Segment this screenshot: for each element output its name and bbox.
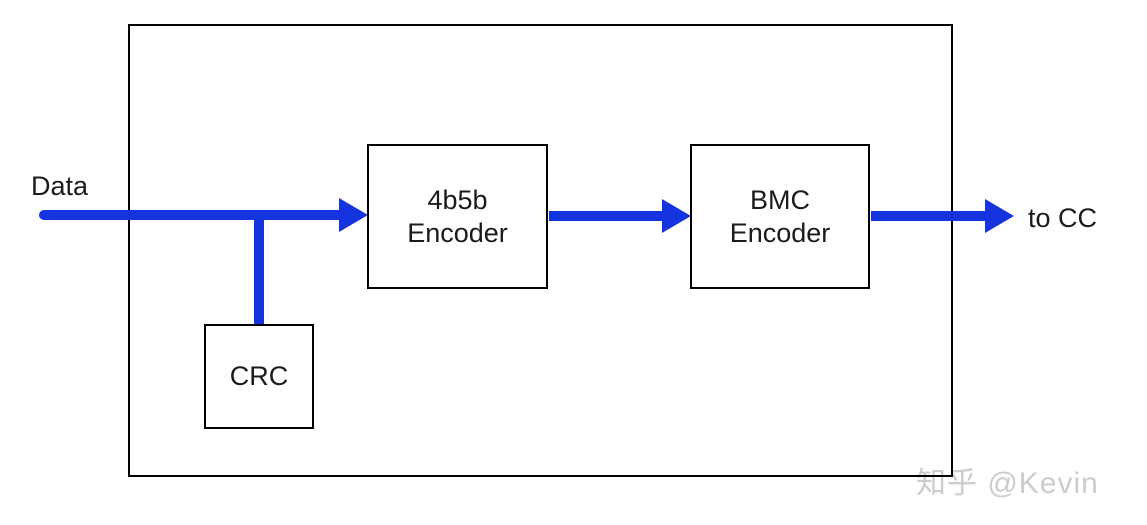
crc-block-label: CRC [229, 361, 289, 392]
output-label: to CC [1028, 203, 1098, 233]
encoder-bmc-block-label: BMC Encoder [729, 184, 831, 248]
encoder-4b5b-block-label: 4b5b Encoder [407, 184, 508, 248]
encoder-4b5b-block: 4b5b Encoder [367, 144, 548, 289]
encoder-link-arrowhead-icon [662, 199, 691, 233]
data-input-arrowhead-icon [339, 198, 368, 232]
input-label: Data [31, 171, 89, 201]
crc-block: CRC [204, 324, 314, 429]
system-boundary-box [128, 24, 953, 477]
output-arrowhead-icon [985, 199, 1014, 233]
encoder-bmc-block: BMC Encoder [690, 144, 870, 289]
watermark: 知乎 @Kevin [916, 467, 1099, 500]
